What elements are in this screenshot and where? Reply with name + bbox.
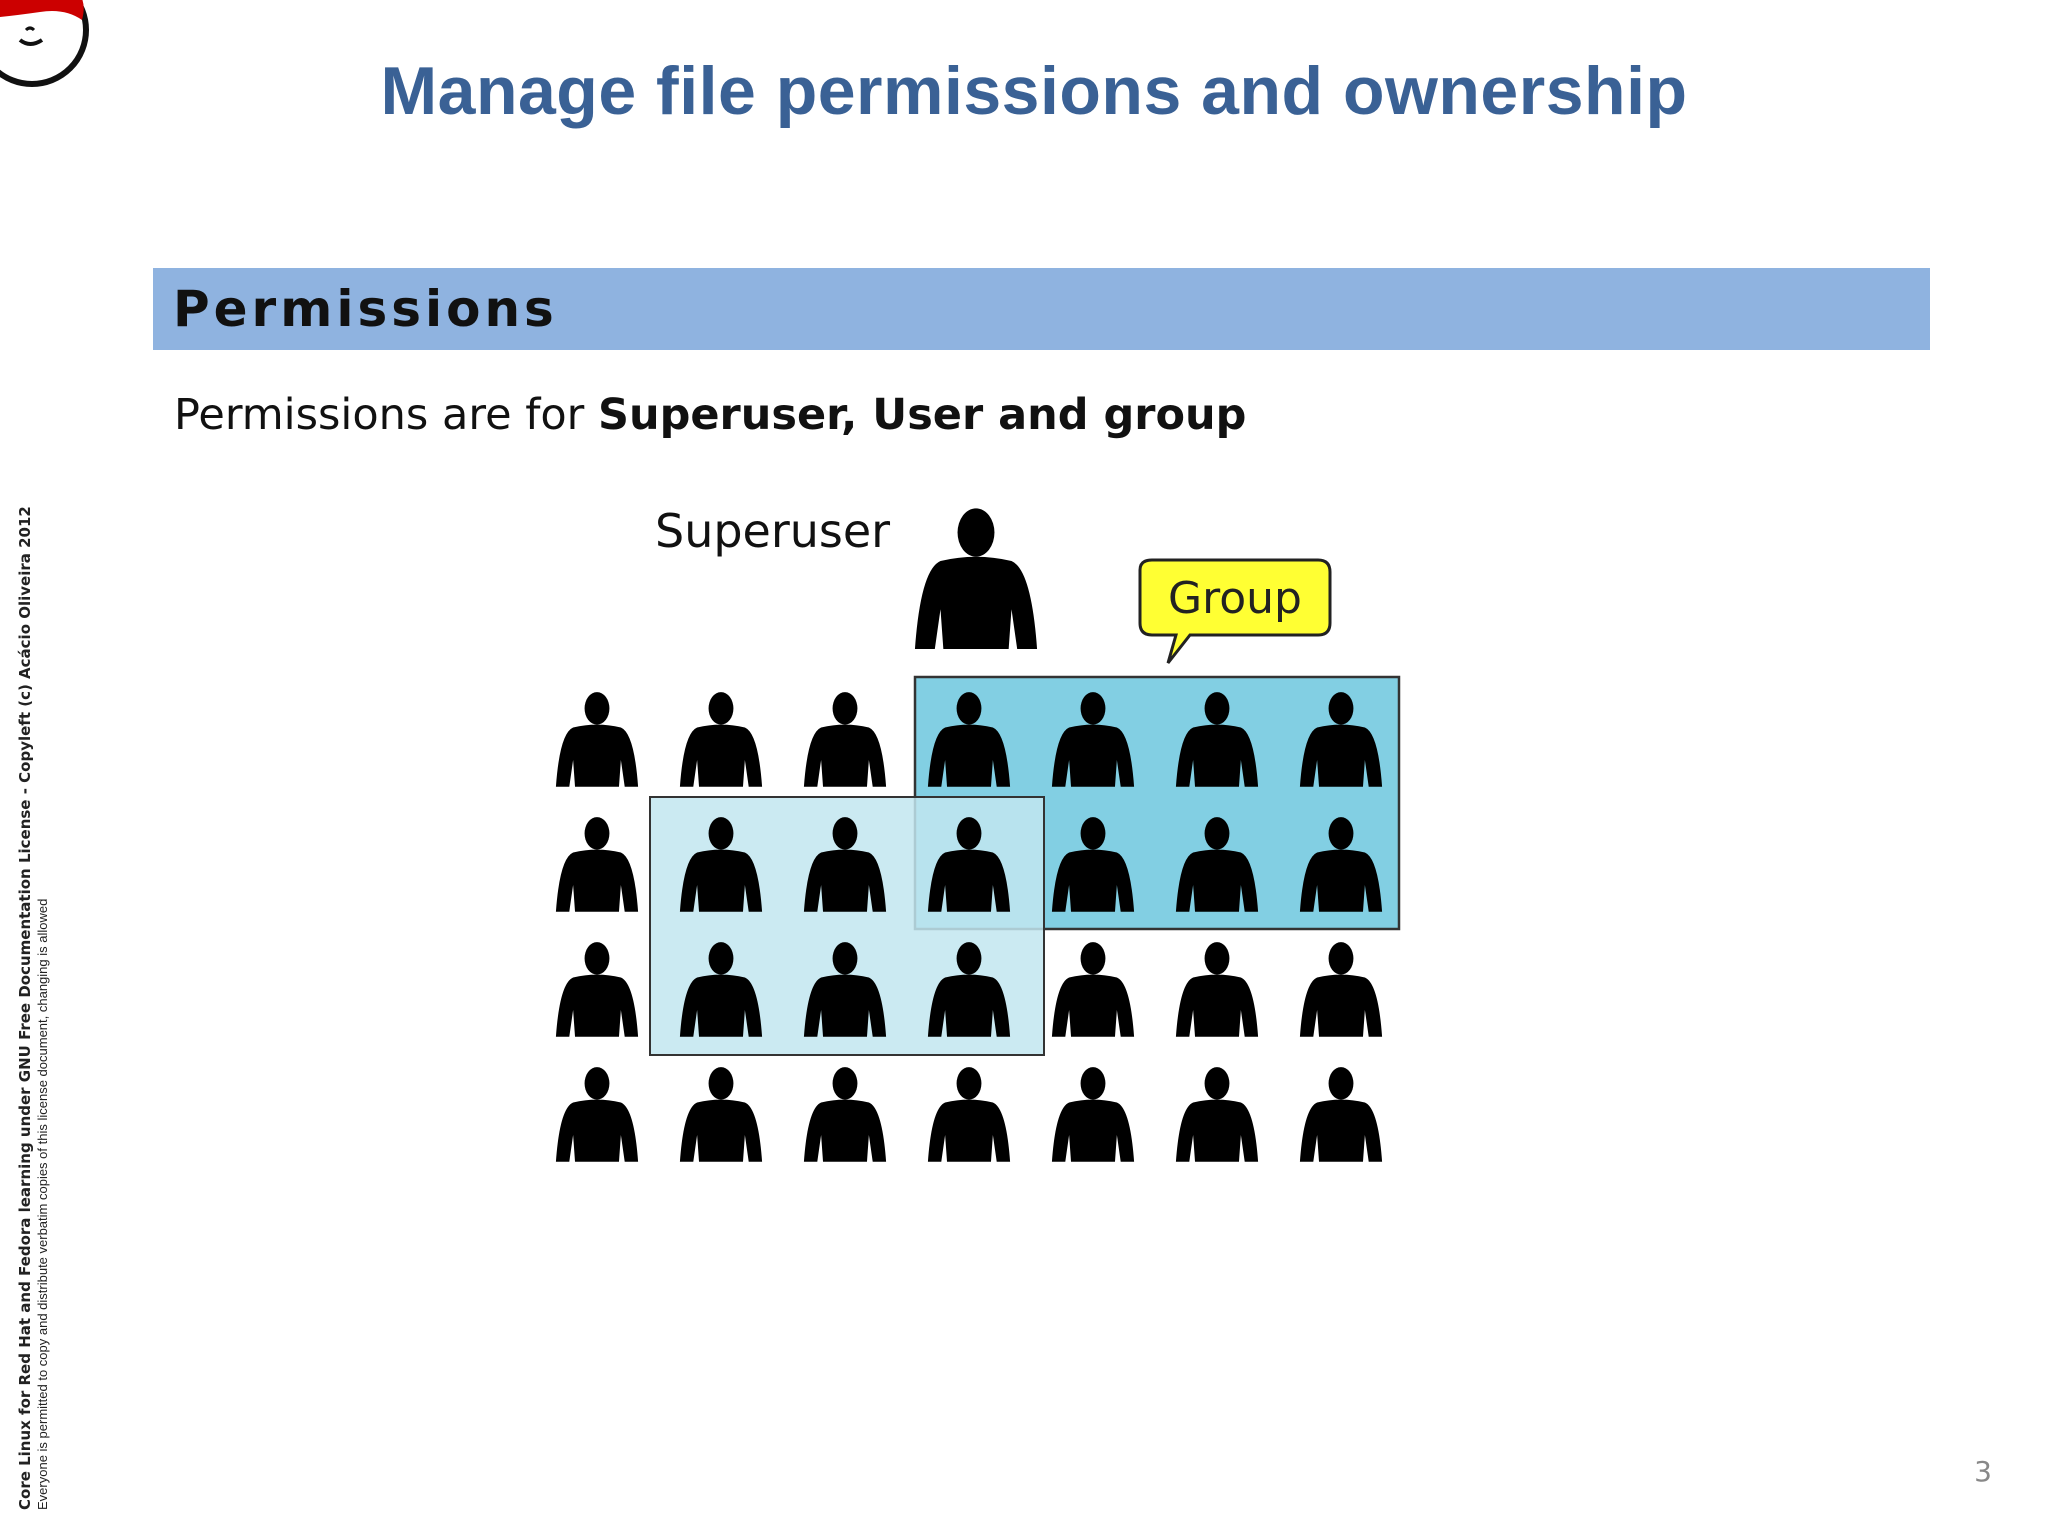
user-figure (803, 692, 887, 787)
user-figure (803, 1067, 887, 1162)
group-callout (1138, 558, 1332, 664)
section-header-bar: Permissions (153, 268, 1930, 350)
redhat-logo (0, 0, 89, 87)
section-heading: Permissions (173, 280, 558, 338)
user-figure (927, 1067, 1011, 1162)
page-number: 3 (1974, 1455, 1992, 1488)
permissions-diagram: Superuser Group (555, 504, 1401, 1162)
user-figure (1051, 942, 1135, 1037)
user-figure (555, 817, 639, 912)
user-figure (1175, 942, 1259, 1037)
license-line-2: Everyone is permitted to copy and distri… (35, 898, 50, 1510)
license-line-1: Core Linux for Red Hat and Fedora learni… (16, 506, 34, 1510)
user-figure (1175, 1067, 1259, 1162)
page-title: Manage file permissions and ownership (380, 53, 1688, 129)
superuser-label: Superuser (655, 504, 890, 558)
user-figure (679, 1067, 763, 1162)
superuser-figure (914, 508, 1038, 649)
body-prefix: Permissions are for (174, 390, 598, 440)
license-sidebar: Core Linux for Red Hat and Fedora learni… (16, 506, 110, 1510)
user-figure (1299, 942, 1383, 1037)
user-figure (555, 1067, 639, 1162)
user-figure (1299, 1067, 1383, 1162)
user-figure (555, 692, 639, 787)
group-label: Group (1168, 573, 1302, 624)
user-figure (679, 692, 763, 787)
body-bold-text: Superuser, User and group (598, 390, 1247, 440)
user-figure (555, 942, 639, 1037)
body-text: Permissions are for Superuser, User and … (174, 390, 1246, 440)
user-figure (1051, 1067, 1135, 1162)
